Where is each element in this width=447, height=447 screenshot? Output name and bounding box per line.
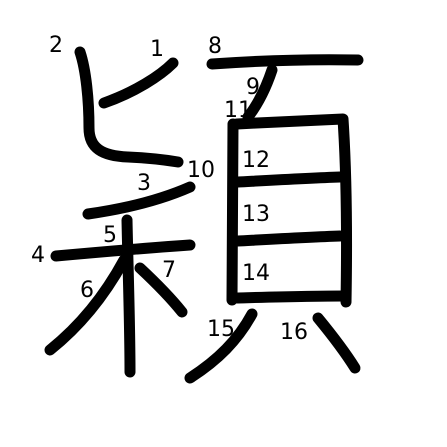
stroke-13 (232, 230, 346, 247)
stroke-number-3: 3 (137, 171, 151, 196)
stroke-12 (232, 171, 346, 188)
stroke-number-7: 7 (162, 258, 176, 283)
stroke-number-12: 12 (242, 148, 270, 173)
stroke-number-9: 9 (246, 75, 260, 100)
stroke-11 (231, 113, 353, 308)
stroke-3 (82, 181, 196, 220)
stroke-number-5: 5 (103, 223, 117, 248)
stroke-2 (74, 46, 184, 168)
stroke-9 (242, 64, 278, 123)
stroke-15 (184, 308, 258, 384)
stroke-number-2: 2 (49, 33, 63, 58)
stroke-number-1: 1 (150, 37, 164, 62)
stroke-10 (226, 118, 239, 306)
stroke-number-10: 10 (187, 158, 215, 183)
stroke-8 (206, 54, 364, 70)
stroke-number-11: 11 (224, 98, 252, 123)
stroke-5 (121, 214, 136, 378)
stroke-number-8: 8 (208, 34, 222, 59)
stroke-6 (44, 254, 130, 356)
stroke-number-6: 6 (80, 278, 94, 303)
stroke-number-15: 15 (207, 317, 235, 342)
stroke-7 (134, 262, 188, 318)
stroke-14 (230, 290, 350, 304)
stroke-1 (98, 57, 179, 109)
stroke-number-14: 14 (242, 261, 270, 286)
stroke-number-16: 16 (280, 320, 308, 345)
stroke-number-13: 13 (242, 202, 270, 227)
stroke-number-4: 4 (31, 243, 45, 268)
stroke-16 (312, 312, 361, 374)
